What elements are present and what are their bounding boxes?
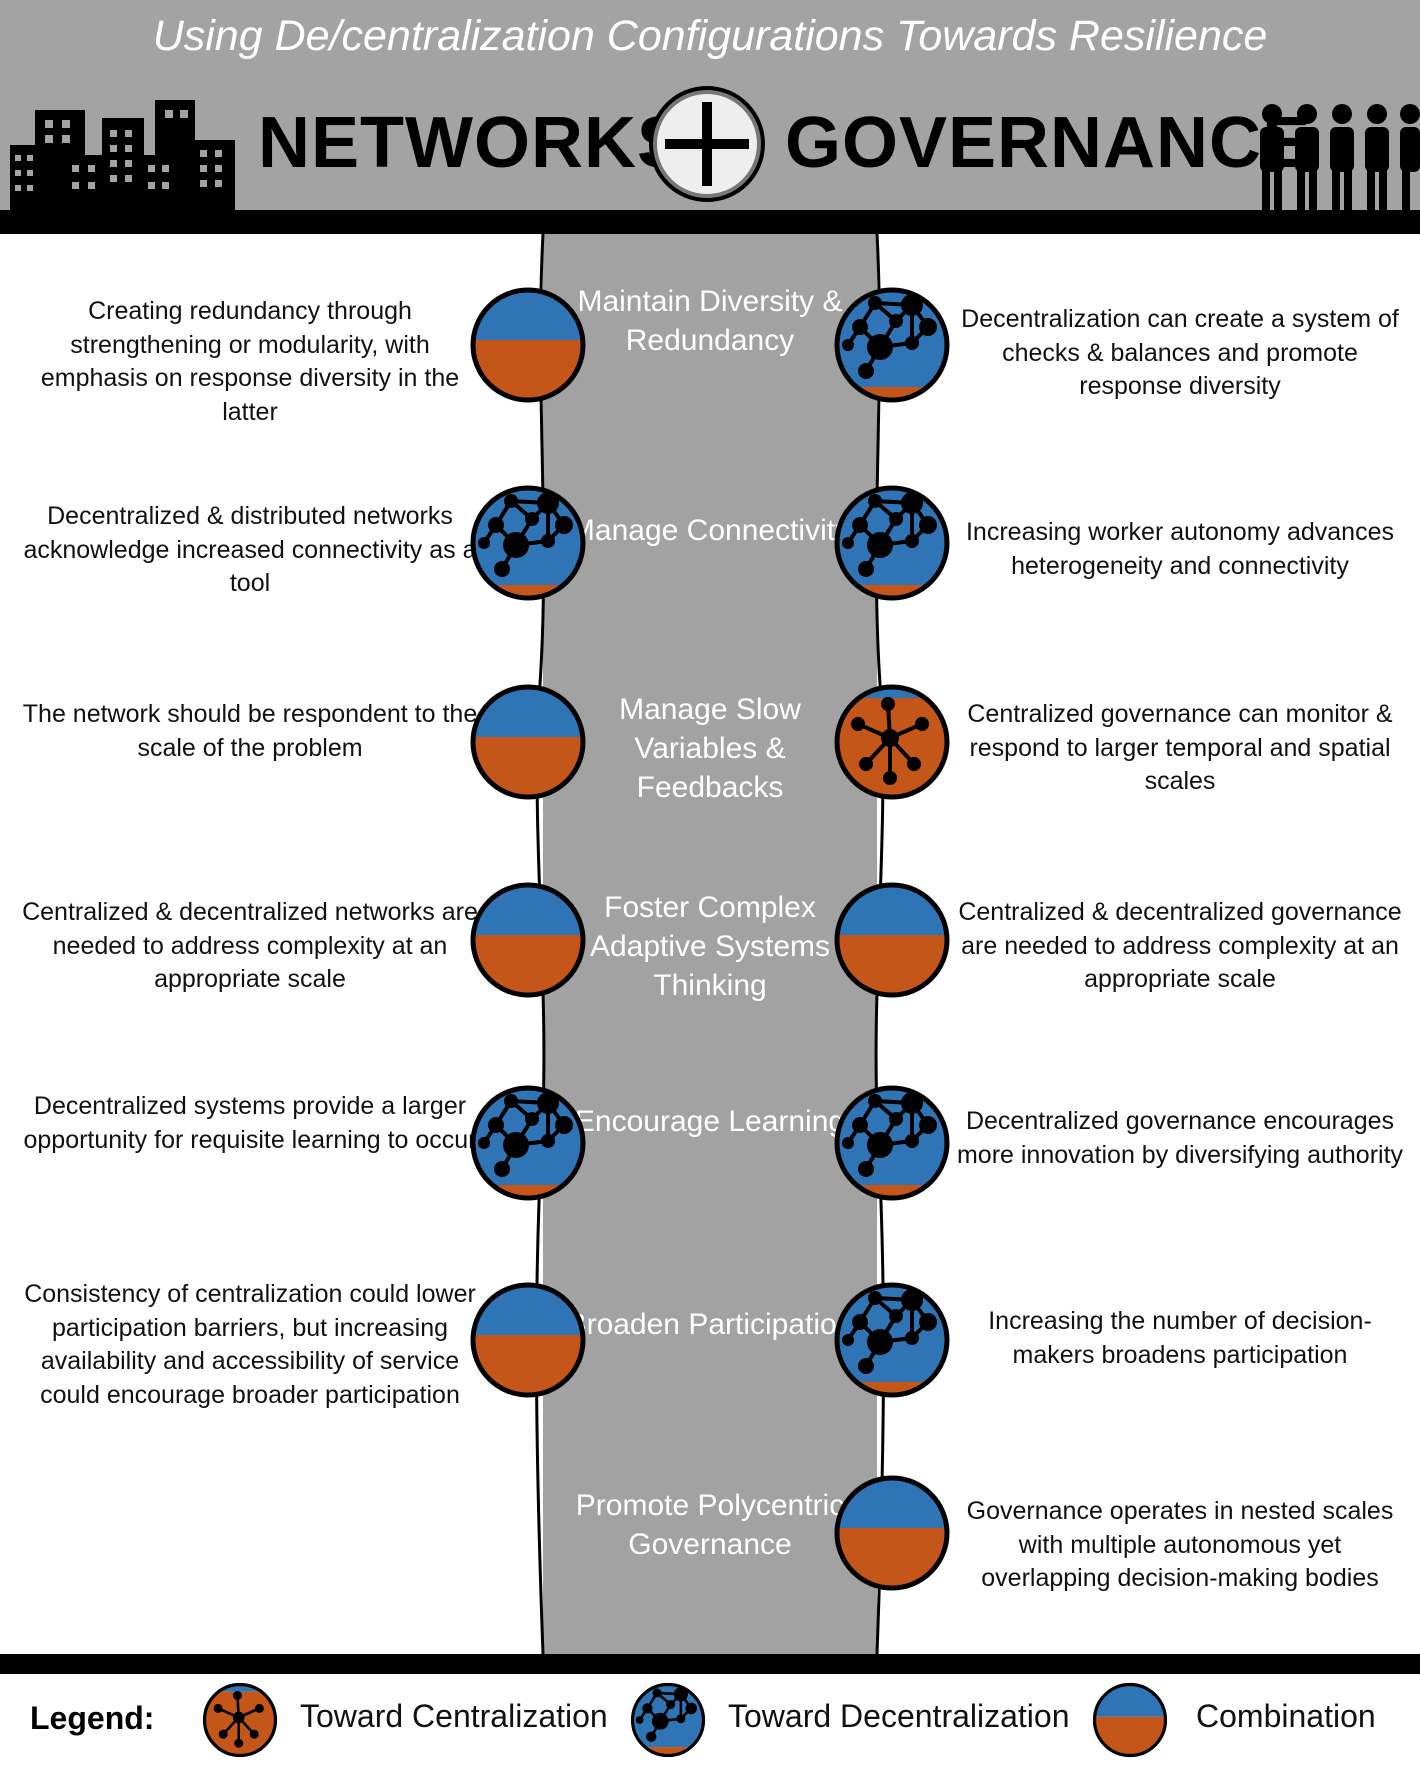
governance-description: Decentralized governance encourages more…	[956, 1107, 1404, 1169]
legend-centralization-icon	[200, 1680, 280, 1760]
networks-description: Creating redundancy through strengthenin…	[40, 297, 460, 426]
governance-description: Decentralization can create a system of …	[961, 305, 1399, 400]
combination-icon	[466, 283, 590, 407]
decentralization-icon	[830, 1081, 954, 1205]
networks-description: Centralized & decentralized networks are…	[22, 898, 478, 993]
people-group-icon	[1260, 104, 1420, 210]
legend-decentralization-icon	[628, 1680, 708, 1760]
decentralization-icon	[830, 283, 954, 407]
subtitle: Using De/centralization Configurations T…	[152, 12, 1268, 60]
combination-icon	[830, 1471, 954, 1595]
legend-label: Toward Decentralization	[728, 1698, 1070, 1734]
legend-combination-icon	[1090, 1680, 1170, 1760]
networks-description: Consistency of centralization could lowe…	[24, 1280, 476, 1409]
combination-icon	[466, 1278, 590, 1402]
decentralization-icon	[466, 481, 590, 605]
legend-title: Legend:	[30, 1700, 155, 1736]
principle-title: Maintain Diversity & Redundancy	[577, 285, 843, 357]
combination-icon	[466, 878, 590, 1002]
principle-title: Manage Connectivity	[569, 514, 851, 547]
legend-label: Combination	[1196, 1698, 1376, 1734]
decentralization-icon	[466, 1081, 590, 1205]
decentralization-icon	[830, 1278, 954, 1402]
governance-description: Centralized & decentralized governance a…	[958, 898, 1402, 993]
city-skyline-icon	[10, 100, 235, 210]
combination-icon	[830, 878, 954, 1002]
networks-description: The network should be respondent to the …	[22, 700, 478, 762]
governance-title: GOVERNANCE	[785, 103, 1312, 183]
networks-title: NETWORKS	[258, 103, 686, 183]
principle-title: Broaden Participation	[566, 1308, 854, 1341]
networks-description: Decentralized & distributed networks ack…	[23, 502, 477, 597]
centralization-icon	[830, 680, 954, 804]
header-banner: Using De/centralization Configurations T…	[0, 0, 1420, 210]
governance-description: Governance operates in nested scales wit…	[966, 1497, 1394, 1592]
governance-description: Increasing the number of decision-makers…	[988, 1307, 1372, 1369]
header-divider	[0, 210, 1420, 234]
principle-title: Promote Polycentric Governance	[575, 1489, 845, 1561]
central-road	[543, 234, 877, 1654]
governance-description: Centralized governance can monitor & res…	[967, 700, 1393, 795]
principle-title: Foster Complex Adaptive Systems Thinking	[589, 891, 831, 1002]
legend-label: Toward Centralization	[300, 1698, 608, 1734]
principle-title: Manage Slow Variables & Feedbacks	[619, 693, 801, 804]
networks-description: Decentralized systems provide a larger o…	[23, 1092, 477, 1154]
footer-divider	[0, 1654, 1420, 1674]
governance-description: Increasing worker autonomy advances hete…	[965, 518, 1394, 580]
principle-title: Encourage Learning	[574, 1105, 846, 1138]
decentralization-icon	[830, 481, 954, 605]
combination-icon	[466, 680, 590, 804]
plus-icon	[649, 86, 765, 202]
